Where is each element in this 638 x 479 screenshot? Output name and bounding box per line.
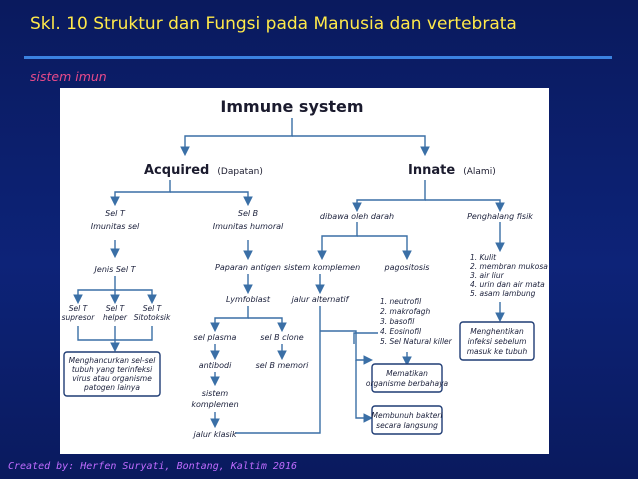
membunuh-line: secara langsung — [376, 421, 438, 430]
innate-note: (Alami) — [463, 167, 495, 177]
jalur-klasik-label: jalur klasik — [192, 430, 236, 439]
box-menghancurkan — [63, 351, 161, 397]
sel-b-clone-label: sel B clone — [260, 333, 303, 342]
menghentikan-line: masuk ke tubuh — [467, 347, 528, 356]
fisik-item: 1. Kulit — [470, 253, 497, 262]
selT-line1: Sel T — [105, 209, 126, 218]
connector-jenis-supresor — [73, 276, 116, 305]
selT-supresor-line1: Sel T — [69, 304, 89, 313]
connector-limfoblast-clone — [248, 317, 287, 333]
connector-root-innate — [292, 135, 430, 157]
fisik-list: 1. Kulit 2. membran mukosa 3. air liur 4… — [470, 253, 548, 298]
selB-line1: Sel B — [238, 209, 258, 218]
connector-innate-darah — [352, 180, 426, 213]
acquired-note: (Dapatan) — [217, 167, 262, 177]
pagosit-list: 1. neutrofil 2. makrofagh 3. basofil 4. … — [380, 297, 453, 346]
acquired-node: Acquired (Dapatan) — [144, 159, 263, 178]
pagosit-item: 4. Eosinofil — [380, 327, 422, 336]
jenis-selT-label: Jenis Sel T — [93, 265, 137, 274]
sel-b-memori-label: sel B memori — [256, 361, 310, 370]
immune-system-diagram: Immune system Acquired (Dapatan) Innate … — [60, 88, 549, 454]
selT-helper-line1: Sel T — [106, 304, 126, 313]
connector-innate-fisik — [425, 199, 505, 213]
slide-title: Skl. 10 Struktur dan Fungsi pada Manusia… — [30, 14, 517, 34]
menghentikan-line: Menghentikan — [470, 327, 524, 336]
connector-darah-pagositosis — [357, 235, 412, 261]
sistem-komplemen-line1: sistem — [202, 389, 229, 398]
slide-subtitle: sistem imun — [30, 69, 107, 84]
box-menghentikan — [459, 321, 535, 361]
fisik-item: 2. membran mukosa — [470, 262, 548, 271]
sel-plasma-label: sel plasma — [194, 333, 237, 342]
title-divider — [24, 56, 612, 59]
box-membunuh — [371, 405, 443, 435]
connector-darah-komplemen — [317, 222, 358, 261]
pagosit-item: 3. basofil — [380, 317, 415, 326]
connector-to-mematikan — [320, 330, 374, 365]
selT-line2: Imunitas sel — [91, 222, 140, 231]
connector-root-acquired — [180, 118, 293, 157]
selT-sitotoksik-line1: Sel T — [143, 304, 163, 313]
selB-line2: Imunitas humoral — [213, 222, 284, 231]
box-mematikan — [371, 363, 443, 393]
pagosit-item: 2. makrofagh — [380, 307, 430, 316]
menghancurkan-line: tubuh yang terinfeksi — [72, 365, 153, 374]
connector-to-membunuh — [355, 360, 374, 423]
connector-acquired-selT — [110, 180, 171, 207]
limfoblast-label: Lymfoblast — [226, 295, 271, 304]
selT-supresor-line2: supresor — [62, 313, 96, 322]
diagram-connectors — [73, 118, 505, 434]
membunuh-line: Membunuh bakteri — [372, 411, 444, 420]
menghancurkan-line: virus atau organisme — [72, 374, 152, 383]
connector-jenis-sitotoksik — [115, 289, 157, 305]
pagositosis-label: pagositosis — [384, 263, 430, 272]
menghancurkan-line: Menghancurkan sel-sel — [69, 356, 157, 365]
antibodi-label: antibodi — [199, 361, 232, 370]
mematikan-line: Mematikan — [386, 369, 428, 378]
selT-helper-line2: helper — [103, 313, 128, 322]
diagram-canvas: Immune system Acquired (Dapatan) Innate … — [62, 97, 549, 439]
acquired-label: Acquired — [144, 163, 209, 178]
fisik-item: 3. air liur — [470, 271, 505, 280]
pagosit-item: 5. Sel Natural killer — [380, 337, 453, 346]
paparan-label: Paparan antigen — [215, 263, 281, 272]
selT-sitotoksik-line2: Sitotoksik — [134, 313, 171, 322]
fisik-item: 5. asam lambung — [470, 289, 536, 298]
root-label: Immune system — [220, 97, 363, 116]
slide-footer: Created by: Herfen Suryati, Bontang, Kal… — [8, 461, 297, 472]
connector-acquired-selB — [170, 191, 253, 207]
menghentikan-line: infeksi sebelum — [468, 337, 527, 346]
komplemen-label: sistem komplemen — [284, 263, 360, 272]
pagosit-item: 1. neutrofil — [380, 297, 422, 306]
connector-alternatif-klasik — [235, 306, 321, 434]
connector-pagosit-list — [353, 332, 378, 344]
mematikan-line: organisme berbahaya — [366, 379, 449, 388]
fisik-item: 4. urin dan air mata — [470, 280, 545, 289]
connector-limfoblast-plasma — [210, 306, 249, 333]
jalur-alternatif-label: jalur alternatif — [291, 295, 350, 304]
dibawa-label: dibawa oleh darah — [320, 212, 394, 221]
menghancurkan-line: patogen lainya — [83, 383, 140, 392]
sistem-komplemen-line2: komplemen — [191, 400, 238, 409]
penghalang-label: Penghalang fisik — [467, 212, 533, 221]
innate-node: Innate (Alami) — [408, 159, 496, 178]
innate-label: Innate — [408, 163, 455, 178]
